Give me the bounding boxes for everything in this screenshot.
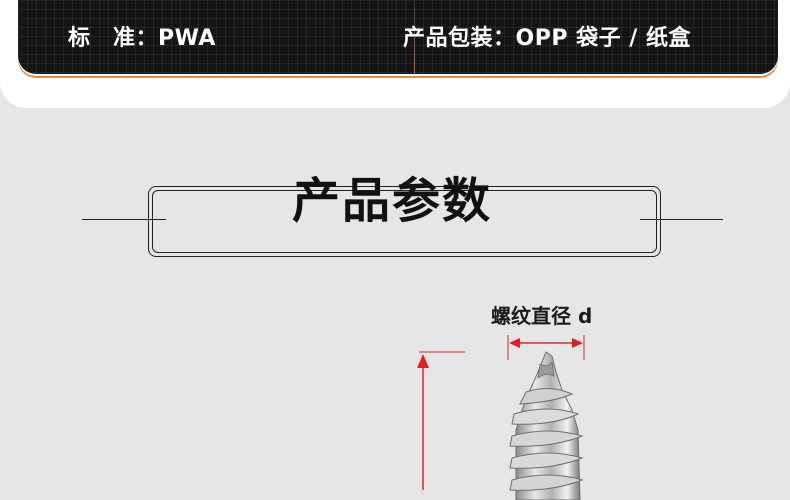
screw-image [509,351,584,500]
packaging-spec: 产品包装：OPP 袋子 / 纸盒 [403,26,691,51]
section-title-frame [148,186,661,257]
title-side-line-left [82,219,166,220]
title-frame-outer [148,186,661,257]
standard-spec: 标 准：PWA [68,26,216,51]
spec-divider [414,0,415,74]
length-dimension-line [417,351,465,490]
thread-diameter-label: 螺纹直径 d [491,304,593,328]
title-frame-inner [152,190,657,253]
title-side-line-right [640,219,723,220]
section-title: 产品参数 [291,173,492,229]
spec-bar [18,0,778,74]
diameter-dimension-line [507,335,585,360]
